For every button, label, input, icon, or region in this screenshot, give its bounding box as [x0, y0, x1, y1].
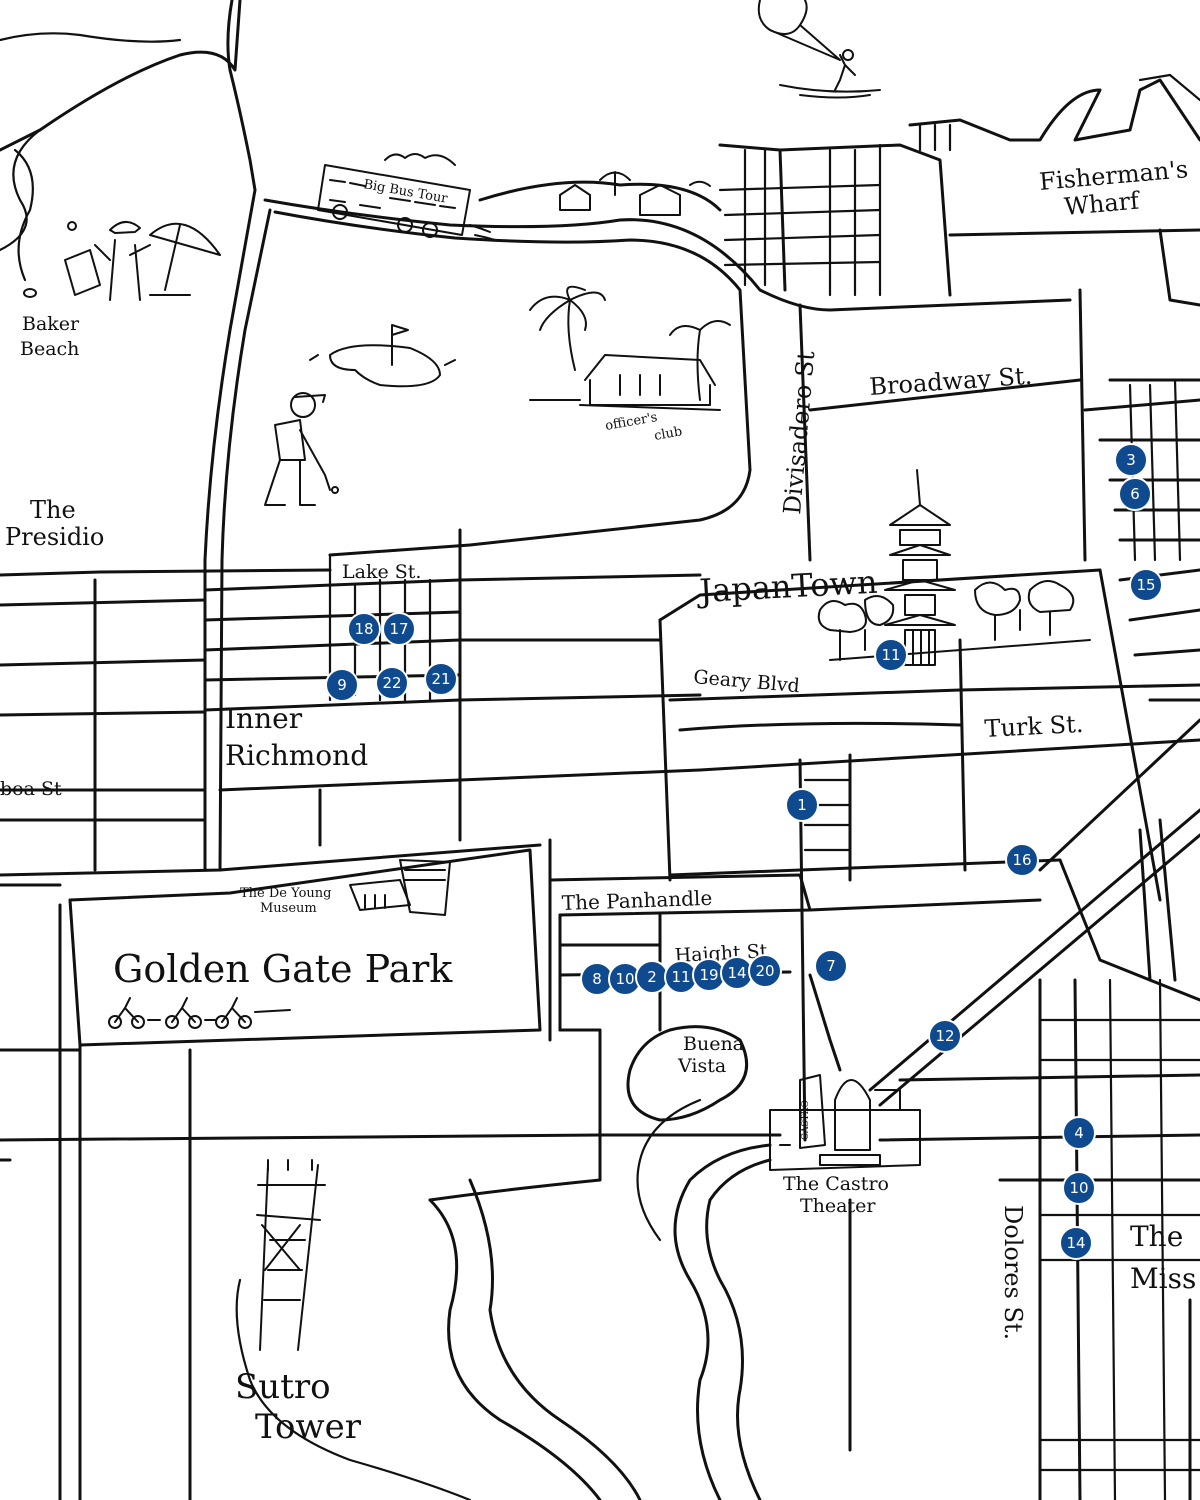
svg-text:16: 16	[1012, 851, 1031, 869]
svg-text:22: 22	[382, 674, 401, 692]
baker-beach-label-2: Beach	[20, 338, 79, 360]
mission-label-2: Miss	[1130, 1262, 1196, 1295]
svg-text:21: 21	[431, 670, 450, 688]
svg-text:6: 6	[1130, 485, 1140, 503]
tree-icon	[817, 580, 1091, 661]
marker-1[interactable]: 1	[785, 788, 819, 822]
svg-text:7: 7	[826, 957, 836, 975]
baker-beach-label-1: Baker	[22, 313, 80, 335]
golfer-icon	[264, 392, 339, 506]
marker-6[interactable]: 6	[1118, 477, 1152, 511]
marker-14-haight[interactable]: 14	[720, 956, 754, 990]
clubhouse-icon	[529, 354, 721, 411]
marker-21[interactable]: 21	[424, 662, 458, 696]
svg-text:20: 20	[755, 962, 774, 980]
svg-text:17: 17	[389, 620, 408, 638]
marker-16[interactable]: 16	[1005, 843, 1039, 877]
svg-text:19: 19	[699, 966, 718, 984]
svg-text:18: 18	[354, 620, 373, 638]
kitesurfer-icon	[757, 0, 881, 99]
golf-green-icon	[309, 324, 456, 388]
marker-20[interactable]: 20	[748, 954, 782, 988]
marker-12[interactable]: 12	[928, 1019, 962, 1053]
svg-text:9: 9	[337, 676, 347, 694]
inner-richmond-label-2: Richmond	[225, 739, 368, 772]
castro-sign-label: CASTRO	[801, 1100, 811, 1140]
location-markers: 3 6 15 18 17 9 22 21 11 1 16 7 8 10 2 11…	[325, 443, 1163, 1260]
marker-10-haight[interactable]: 10	[608, 962, 642, 996]
beach-umbrella-icon	[23, 221, 221, 301]
japantown-label: JapanTown	[695, 563, 878, 610]
inner-richmond-label-1: Inner	[225, 702, 303, 735]
officers-club-label-1: officer's	[604, 410, 658, 434]
panhandle-label: The Panhandle	[561, 886, 712, 915]
dolores-st-label: Dolores St.	[999, 1205, 1027, 1340]
bus-icon	[317, 153, 496, 241]
marker-18[interactable]: 18	[347, 612, 381, 646]
svg-text:11: 11	[881, 646, 900, 664]
marker-11-haight[interactable]: 11	[664, 960, 698, 994]
presidio-label-2: Presidio	[5, 523, 104, 551]
marker-10-mission[interactable]: 10	[1062, 1171, 1096, 1205]
buena-vista-label-2: Vista	[677, 1055, 726, 1077]
house-icon	[559, 171, 711, 216]
cyclist-icon	[108, 997, 291, 1029]
turk-st-label: Turk St.	[984, 710, 1084, 743]
mission-label-1: The	[1130, 1220, 1183, 1253]
marker-22[interactable]: 22	[375, 666, 409, 700]
lake-st-label: Lake St.	[342, 561, 421, 583]
svg-text:1: 1	[797, 796, 807, 814]
museum-icon	[349, 859, 451, 916]
marker-9[interactable]: 9	[325, 668, 359, 702]
marker-2[interactable]: 2	[635, 960, 669, 994]
svg-text:2: 2	[647, 968, 657, 986]
marker-7[interactable]: 7	[814, 949, 848, 983]
castro-theater-label-2: Theater	[800, 1195, 876, 1217]
svg-text:11: 11	[671, 968, 690, 986]
marker-17[interactable]: 17	[382, 612, 416, 646]
svg-text:12: 12	[935, 1027, 954, 1045]
svg-text:14: 14	[1066, 1234, 1085, 1252]
palm-tree-icon	[529, 285, 731, 401]
map-labels: Fisherman's Wharf Broadway St. Divisader…	[0, 155, 1196, 1447]
divisadero-st-label: Divisadero St	[778, 349, 820, 515]
buena-vista-label-1: Buena	[683, 1033, 744, 1055]
balboa-st-label: boa St	[0, 778, 62, 800]
svg-text:15: 15	[1136, 576, 1155, 594]
sutro-tower-label-2: Tower	[255, 1407, 362, 1447]
officers-club-label-2: club	[653, 424, 683, 444]
broadway-st-label: Broadway St.	[868, 362, 1033, 401]
svg-text:10: 10	[615, 970, 634, 988]
svg-text:10: 10	[1069, 1179, 1088, 1197]
svg-text:3: 3	[1126, 451, 1136, 469]
pagoda-icon	[884, 469, 956, 666]
big-bus-tour-label: Big Bus Tour	[362, 177, 449, 207]
sutro-tower-icon	[256, 1159, 326, 1351]
presidio-label-1: The	[30, 496, 76, 524]
golden-gate-park-label: Golden Gate Park	[113, 947, 453, 991]
marker-15[interactable]: 15	[1129, 568, 1163, 602]
geary-blvd-label: Geary Blvd	[693, 666, 801, 697]
castro-theater-label-1: The Castro	[783, 1173, 889, 1195]
sutro-tower-label-1: Sutro	[235, 1367, 331, 1407]
de-young-label-1: The De Young	[240, 886, 331, 901]
marker-11-japantown[interactable]: 11	[874, 638, 908, 672]
marker-3[interactable]: 3	[1114, 443, 1148, 477]
castro-theater-icon	[769, 1074, 921, 1171]
marker-4[interactable]: 4	[1062, 1116, 1096, 1150]
svg-text:14: 14	[727, 964, 746, 982]
fishermans-wharf-label-2: Wharf	[1063, 186, 1142, 221]
svg-text:8: 8	[592, 970, 602, 988]
svg-text:4: 4	[1074, 1124, 1084, 1142]
marker-14-mission[interactable]: 14	[1059, 1226, 1093, 1260]
de-young-label-2: Museum	[260, 901, 317, 916]
